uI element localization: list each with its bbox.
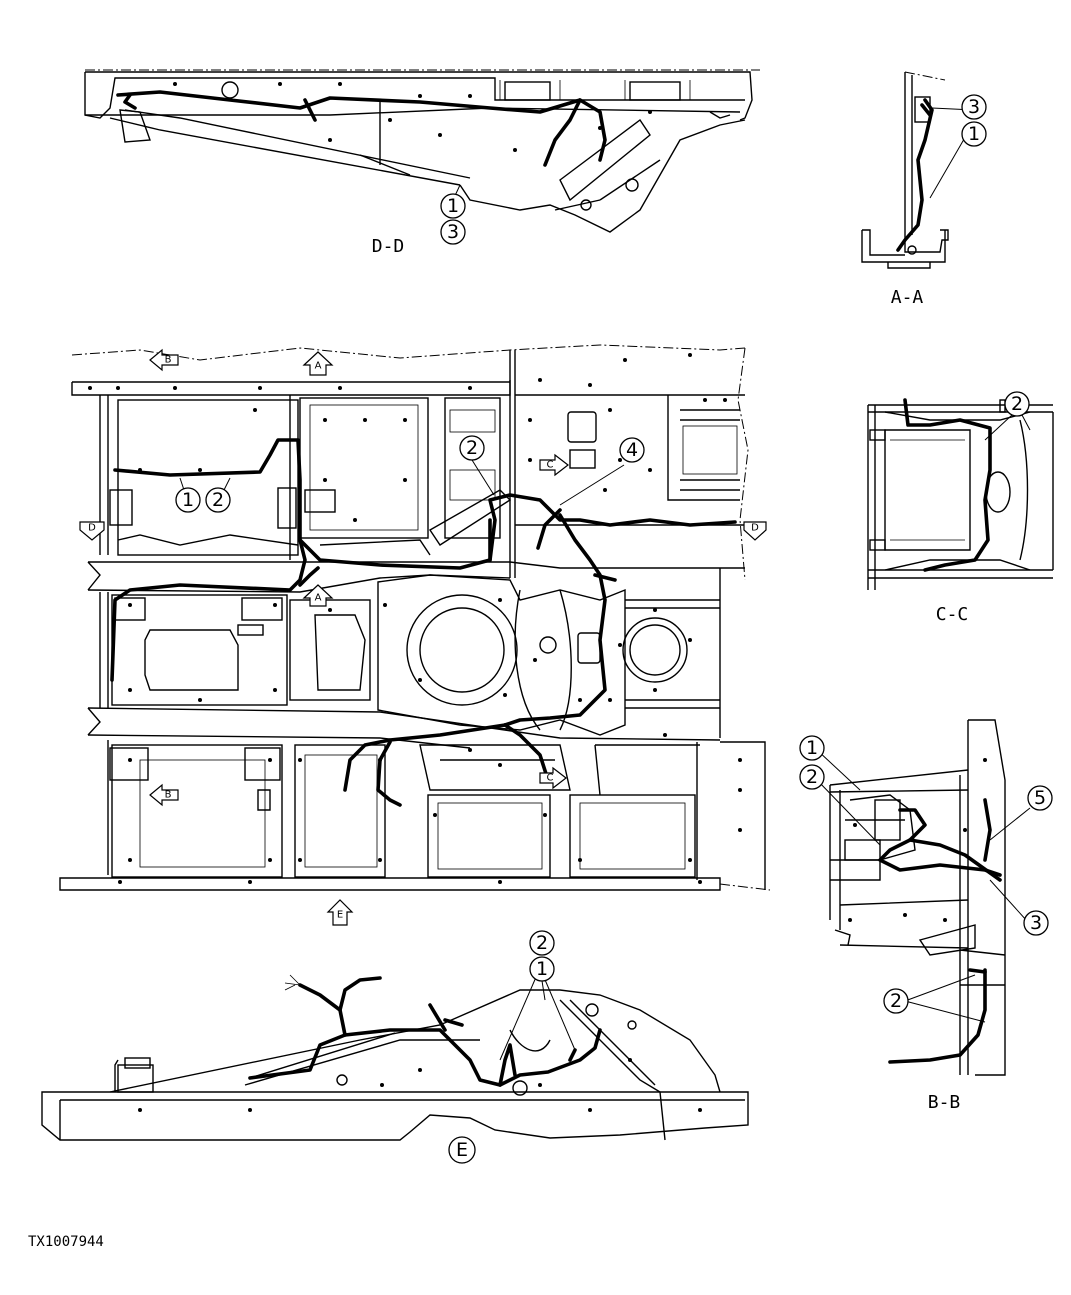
svg-text:2: 2: [1011, 393, 1023, 415]
svg-text:1: 1: [968, 123, 980, 145]
section-arrow-d-left: D: [79, 521, 105, 541]
view-label-b-b: B-B: [928, 1092, 961, 1113]
svg-text:3: 3: [968, 96, 980, 118]
view-label-c-c: C-C: [936, 604, 969, 625]
section-arrow-a-top: A: [302, 351, 334, 376]
svg-text:E: E: [456, 1139, 468, 1161]
callout-2: 2: [883, 988, 909, 1014]
section-arrow-b-top: B: [149, 348, 179, 372]
section-arrow-c: C: [539, 453, 569, 477]
svg-text:1: 1: [182, 489, 194, 511]
callout-2: 2: [529, 930, 555, 956]
callout-2: 2: [799, 764, 825, 790]
svg-text:3: 3: [447, 221, 459, 243]
svg-text:B: B: [165, 790, 172, 801]
svg-text:A: A: [315, 361, 322, 372]
svg-text:1: 1: [536, 958, 548, 980]
callout-1: 1: [440, 193, 466, 219]
callout-1: 1: [175, 487, 201, 513]
callout-3: 3: [1023, 910, 1049, 936]
svg-text:2: 2: [890, 990, 902, 1012]
section-arrow-a-mid: A: [302, 584, 334, 607]
svg-text:2: 2: [212, 489, 224, 511]
section-arrow-c-lower: C: [539, 766, 567, 790]
callout-2: 2: [205, 487, 231, 513]
callout-1: 1: [961, 121, 987, 147]
callout-e: E: [448, 1136, 476, 1164]
svg-text:A: A: [315, 593, 322, 604]
callout-3: 3: [440, 219, 466, 245]
view-label-d-d: D-D: [372, 236, 405, 257]
view-label-a-a: A-A: [891, 287, 924, 308]
svg-text:2: 2: [806, 766, 818, 788]
drawing-id: TX1007944: [28, 1234, 104, 1250]
view-c-c-drawing: [867, 398, 1054, 590]
plan-view-drawing: [59, 344, 771, 891]
callout-1: 1: [799, 735, 825, 761]
svg-text:5: 5: [1034, 787, 1046, 809]
callouts: 1 3 3 1 2 2 4 1 2 1 2 5 3 2 2 1 E: [175, 94, 1053, 1164]
view-a-a-drawing: [861, 71, 949, 269]
svg-text:C: C: [547, 773, 554, 784]
svg-text:2: 2: [466, 437, 478, 459]
svg-text:4: 4: [626, 439, 638, 461]
section-markers: B A C D D A C B: [79, 348, 767, 926]
view-d-d-drawing: [84, 69, 760, 233]
svg-text:D: D: [751, 523, 759, 534]
section-arrow-d-right: D: [743, 521, 767, 541]
callout-2: 2: [459, 435, 485, 461]
svg-text:E: E: [337, 910, 343, 921]
svg-text:B: B: [165, 355, 172, 366]
svg-text:1: 1: [447, 195, 459, 217]
svg-text:1: 1: [806, 737, 818, 759]
leader-lines: [179, 107, 1031, 1061]
section-arrow-e: E: [326, 899, 354, 926]
svg-text:3: 3: [1030, 912, 1042, 934]
svg-text:D: D: [88, 523, 96, 534]
callout-5: 5: [1027, 785, 1053, 811]
callout-1: 1: [529, 956, 555, 982]
view-b-b-drawing: [829, 719, 1006, 1076]
callout-3: 3: [961, 94, 987, 120]
svg-text:C: C: [547, 460, 554, 471]
callout-4: 4: [619, 437, 645, 463]
callout-2: 2: [1004, 391, 1030, 417]
section-arrow-b-lower: B: [149, 783, 179, 807]
svg-text:2: 2: [536, 932, 548, 954]
view-e-drawing: [41, 974, 749, 1141]
